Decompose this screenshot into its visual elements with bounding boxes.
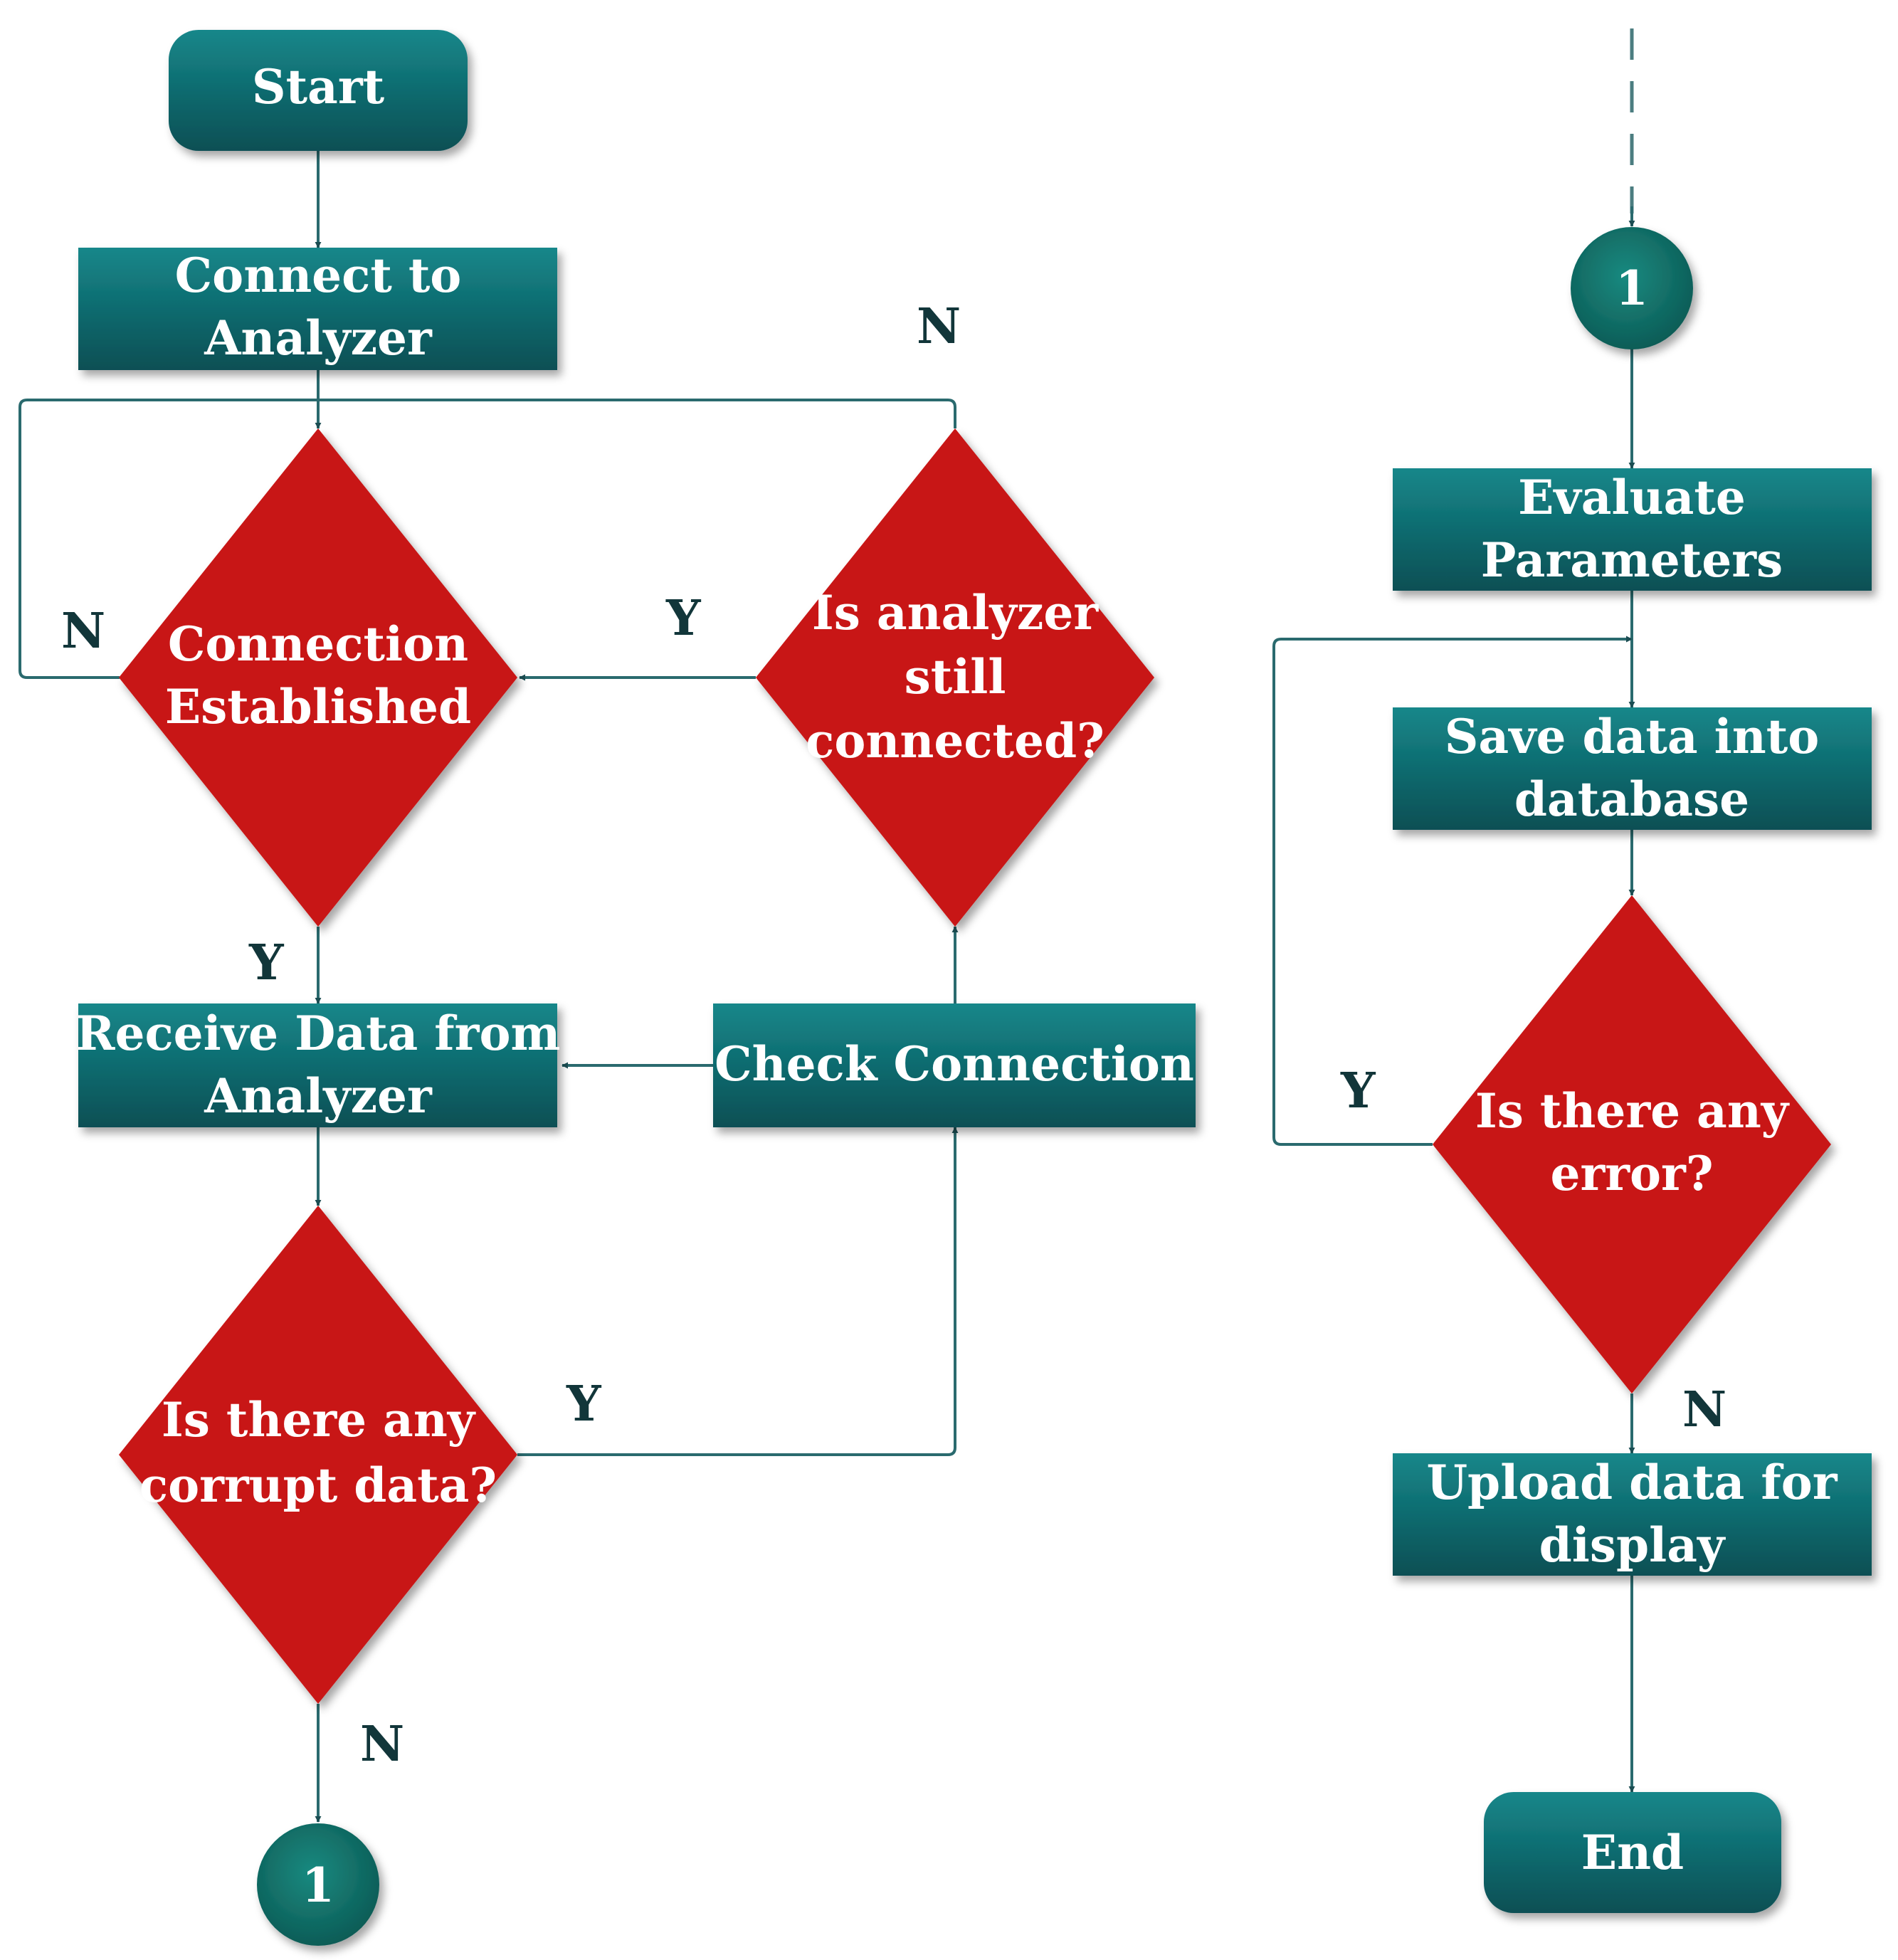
corrupt-label-line-2: corrupt data? (139, 1458, 497, 1513)
save-label-line-1: Save data into (1445, 709, 1819, 764)
connector-right-label: 1 (1615, 260, 1648, 316)
edge-error-yes-loop (1272, 636, 1633, 1146)
established-label-line-1: Connection (168, 616, 468, 672)
upload-data-process: Upload data for display (1393, 1453, 1872, 1576)
label-error-no: N (1682, 1381, 1726, 1438)
still-connected-label-line-1: Is analyzer (812, 585, 1099, 641)
label-corrupt-no: N (360, 1716, 404, 1773)
connect-label-line-1: Connect to (175, 248, 462, 303)
label-still-connected-no: N (917, 298, 961, 355)
error-label-line-2: error? (1550, 1146, 1713, 1201)
end-label: End (1581, 1825, 1684, 1880)
receive-label-line-2: Analyzer (204, 1068, 433, 1124)
still-connected-decision: Is analyzer still connected? (756, 428, 1154, 927)
connector-right: 1 (1571, 227, 1693, 349)
connect-label-line-2: Analyzer (204, 310, 433, 366)
start-node: Start (169, 30, 468, 151)
error-label-line-1: Is there any (1475, 1083, 1790, 1139)
end-node: End (1484, 1792, 1781, 1913)
receive-label-line-1: Receive Data from (76, 1006, 561, 1061)
receive-data-process: Receive Data from Analyzer (76, 1003, 561, 1127)
still-connected-label-line-3: connected? (806, 713, 1104, 769)
label-established-no: N (61, 603, 105, 660)
label-corrupt-yes: Y (566, 1376, 602, 1433)
check-connection-process: Check Connection (713, 1003, 1196, 1127)
save-label-line-2: database (1514, 771, 1749, 827)
label-established-yes: Y (248, 934, 285, 991)
start-label: Start (252, 59, 385, 115)
evaluate-label-line-2: Parameters (1481, 532, 1783, 588)
established-label-line-2: Established (165, 679, 471, 734)
edge-still-connected-no-loop (318, 399, 956, 428)
edges (19, 28, 1635, 1823)
error-decision: Is there any error? (1433, 895, 1831, 1393)
save-data-process: Save data into database (1393, 707, 1872, 830)
corrupt-label-line-1: Is there any (162, 1392, 476, 1448)
connect-analyzer-process: Connect to Analyzer (78, 248, 557, 370)
connector-left-label: 1 (302, 1858, 334, 1913)
upload-label-line-1: Upload data for (1426, 1455, 1838, 1510)
edge-corrupt-yes (517, 1127, 959, 1456)
connector-left: 1 (257, 1823, 379, 1946)
upload-label-line-2: display (1539, 1517, 1726, 1573)
connection-established-decision: Connection Established (119, 428, 517, 927)
evaluate-label-line-1: Evaluate (1518, 470, 1746, 525)
label-error-yes: Y (1340, 1063, 1376, 1119)
still-connected-label-line-2: still (905, 649, 1006, 705)
check-connection-label: Check Connection (715, 1036, 1194, 1092)
corrupt-data-decision: Is there any corrupt data? (119, 1206, 517, 1704)
edge-labels: N N Y Y Y N Y N (61, 298, 1726, 1773)
evaluate-parameters-process: Evaluate Parameters (1393, 468, 1872, 591)
label-still-connected-yes: Y (665, 590, 702, 647)
edge-established-no-loop (19, 399, 318, 679)
